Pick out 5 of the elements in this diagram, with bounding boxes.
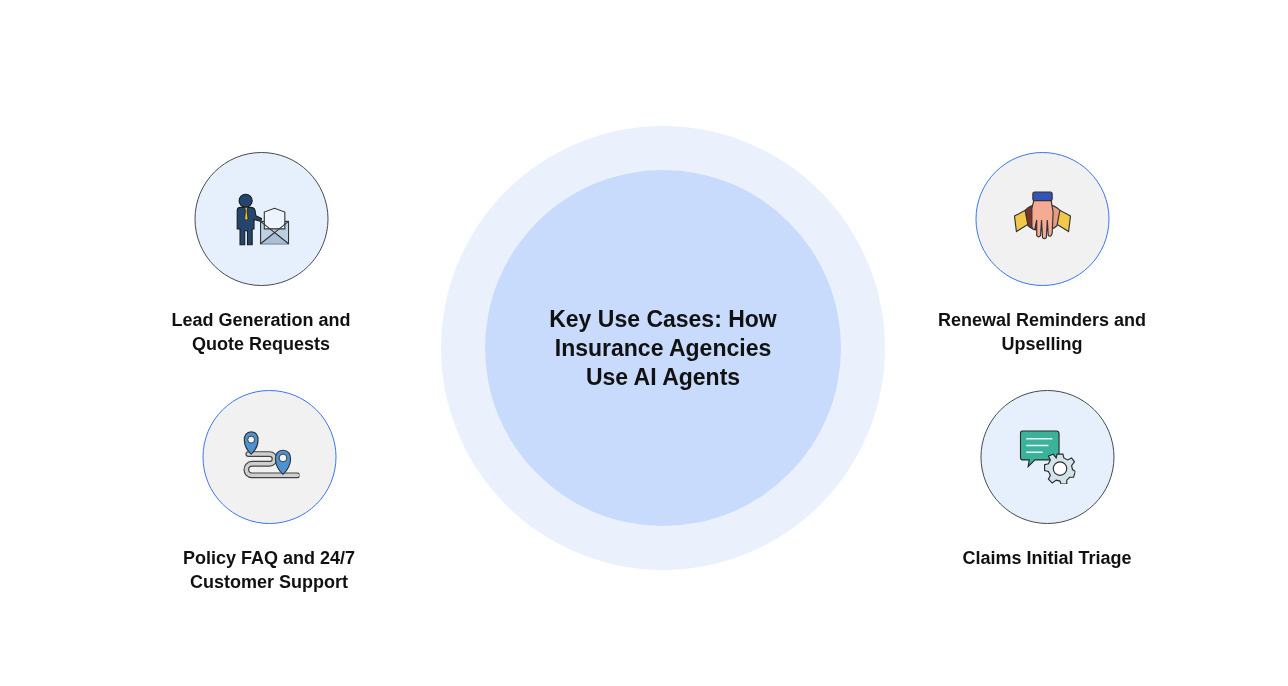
use-case-caption: Policy FAQ and 24/7 Customer Support — [181, 547, 357, 594]
use-case-caption: Lead Generation and Quote Requests — [170, 309, 352, 356]
center-title: Key Use Cases: How Insurance Agencies Use AI Agents — [548, 304, 778, 392]
use-case-caption: Claims Initial Triage — [962, 547, 1132, 570]
use-case-caption: Renewal Reminders and Upselling — [936, 309, 1148, 356]
